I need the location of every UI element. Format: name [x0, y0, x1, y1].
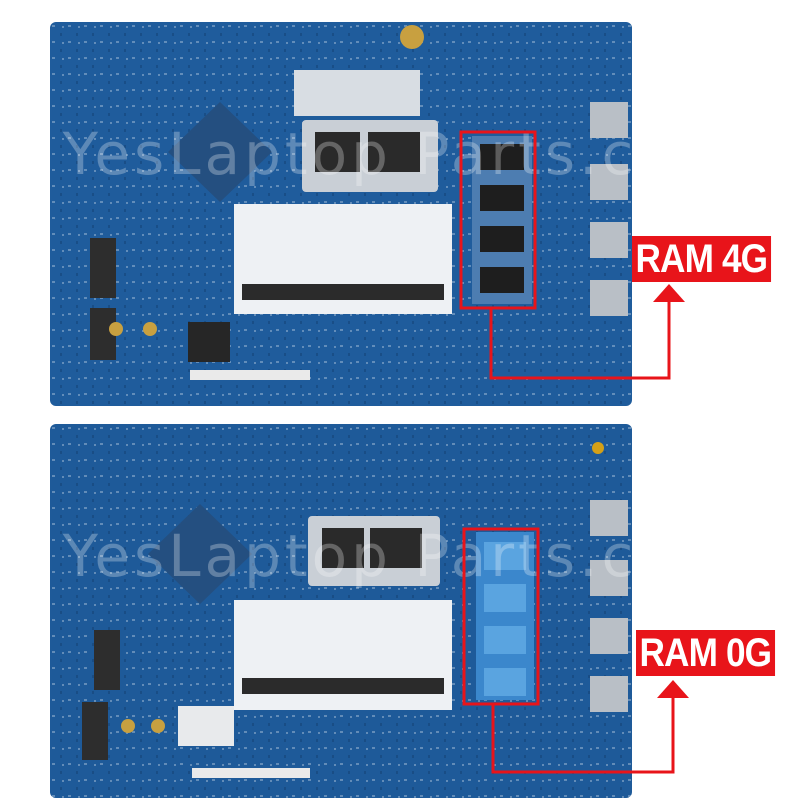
- usb-port-2: [590, 164, 628, 200]
- m2-slot-2: [82, 702, 108, 760]
- motherboard-bottom-image: [50, 424, 632, 798]
- ram-highlight-box-top: [459, 130, 537, 310]
- usb-port-3: [590, 222, 628, 258]
- ram-label-top: RAM 4G: [632, 236, 771, 282]
- m2-slot-1: [90, 238, 116, 298]
- usb-port-2: [590, 560, 628, 596]
- usb-port-1: [590, 102, 628, 138]
- ram-label-bottom: RAM 0G: [636, 630, 775, 676]
- arrow-head-top-icon: [653, 284, 685, 302]
- m2-slot-1: [94, 630, 120, 690]
- usb-port-1: [590, 500, 628, 536]
- usb-port-3: [590, 618, 628, 654]
- usb-port-4: [590, 280, 628, 316]
- ram-highlight-box-bottom: [462, 527, 540, 706]
- usb-port-4: [590, 676, 628, 712]
- shield-foil: [294, 70, 420, 116]
- arrow-line-bottom: [491, 692, 675, 774]
- chipset: [168, 102, 272, 202]
- motherboard-bottom: [50, 424, 632, 798]
- chipset: [148, 504, 252, 604]
- arrow-line-top: [489, 296, 671, 380]
- arrow-head-bottom-icon: [657, 680, 689, 698]
